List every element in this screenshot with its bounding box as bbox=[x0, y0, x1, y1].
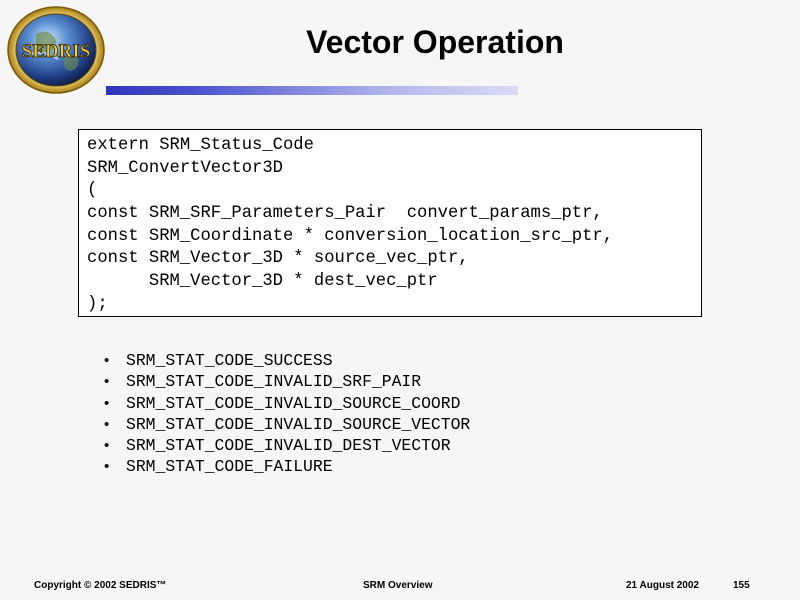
slide-title: Vector Operation bbox=[306, 24, 564, 60]
bullet-icon: • bbox=[104, 437, 110, 455]
list-item-label: SRM_STAT_CODE_FAILURE bbox=[126, 457, 333, 477]
list-item: • SRM_STAT_CODE_FAILURE bbox=[104, 456, 470, 477]
code-line: SRM_Vector_3D * dest_vec_ptr bbox=[87, 272, 438, 292]
logo-text: SEDRIS bbox=[22, 41, 91, 62]
list-item-label: SRM_STAT_CODE_SUCCESS bbox=[126, 351, 333, 370]
list-item: • SRM_STAT_CODE_INVALID_SOURCE_COORD bbox=[104, 393, 470, 414]
code-line: const SRM_Coordinate * conversion_locati… bbox=[87, 226, 614, 246]
list-item: • SRM_STAT_CODE_SUCCESS bbox=[104, 350, 470, 371]
list-item-label: SRM_STAT_CODE_INVALID_SOURCE_COORD bbox=[126, 393, 461, 413]
bullet-icon: • bbox=[104, 352, 110, 369]
code-line: ); bbox=[87, 294, 108, 314]
code-line: const SRM_Vector_3D * source_vec_ptr, bbox=[87, 249, 469, 269]
list-item-label: SRM_STAT_CODE_INVALID_DEST_VECTOR bbox=[126, 436, 451, 456]
footer-date: 21 August 2002 bbox=[626, 580, 699, 591]
code-line: SRM_ConvertVector3D bbox=[87, 158, 283, 178]
title-underline-bar bbox=[106, 86, 518, 95]
list-item: • SRM_STAT_CODE_INVALID_DEST_VECTOR bbox=[104, 435, 470, 456]
list-item-label: SRM_STAT_CODE_INVALID_SOURCE_VECTOR bbox=[126, 414, 471, 434]
code-line: extern SRM_Status_Code bbox=[87, 136, 314, 155]
code-line: ( bbox=[87, 181, 98, 201]
footer-page-number: 155 bbox=[733, 580, 750, 591]
list-item-label: SRM_STAT_CODE_INVALID_SRF_PAIR bbox=[126, 372, 422, 392]
bullet-icon: • bbox=[104, 458, 110, 476]
status-code-list: • SRM_STAT_CODE_SUCCESS • SRM_STAT_CODE_… bbox=[104, 350, 470, 478]
footer-center: SRM Overview bbox=[363, 580, 433, 591]
footer-copyright: Copyright © 2002 SEDRIS™ bbox=[34, 580, 167, 591]
bullet-icon: • bbox=[104, 394, 110, 412]
sedris-logo: SEDRIS bbox=[6, 5, 106, 95]
code-block: extern SRM_Status_Code SRM_ConvertVector… bbox=[78, 129, 702, 317]
bullet-icon: • bbox=[104, 415, 110, 433]
list-item: • SRM_STAT_CODE_INVALID_SRF_PAIR bbox=[104, 371, 470, 392]
bullet-icon: • bbox=[104, 373, 110, 391]
list-item: • SRM_STAT_CODE_INVALID_SOURCE_VECTOR bbox=[104, 414, 470, 435]
code-line: const SRM_SRF_Parameters_Pair convert_pa… bbox=[87, 204, 603, 224]
